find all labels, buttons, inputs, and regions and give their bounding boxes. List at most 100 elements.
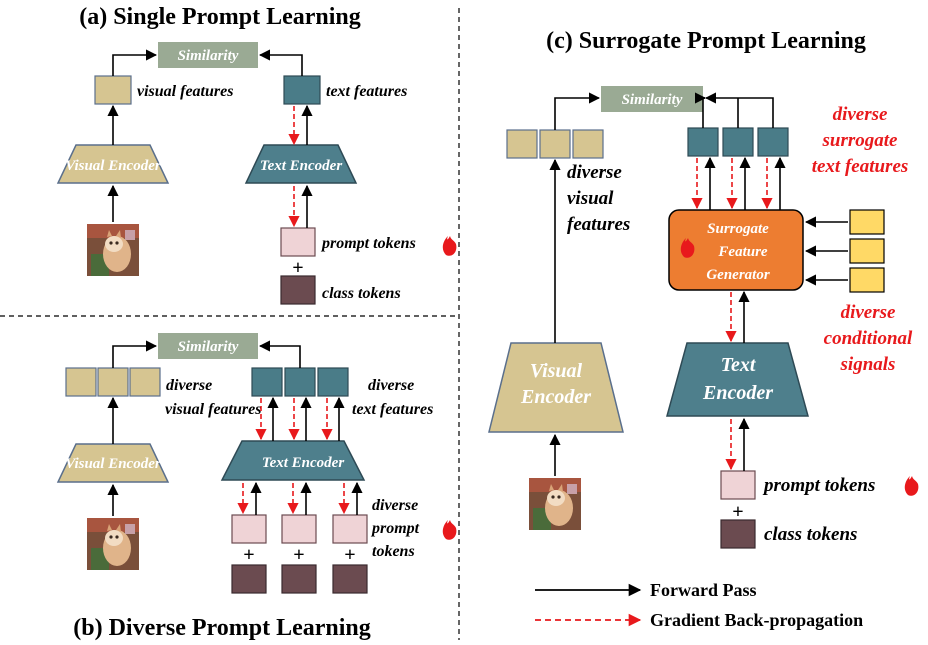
class-token-block bbox=[281, 564, 317, 594]
input-image bbox=[87, 224, 139, 276]
plus-sign: + bbox=[243, 544, 254, 566]
text-encoder bbox=[244, 144, 358, 184]
surrogate-feature-block bbox=[722, 127, 754, 157]
similarity-box bbox=[601, 86, 703, 112]
panel-b-title: (b) Diverse Prompt Learning bbox=[73, 615, 371, 641]
visual-feature-block bbox=[539, 129, 571, 159]
arrow-visual-to-similarity bbox=[554, 92, 601, 130]
conditional-signal-block bbox=[849, 238, 885, 264]
prompt-tokens-label: prompt tokens bbox=[320, 235, 416, 252]
text-encoder bbox=[220, 440, 366, 481]
conditional-signal-block bbox=[849, 267, 885, 293]
generator-label: Feature bbox=[717, 244, 768, 260]
similarity-label: Similarity bbox=[622, 92, 683, 108]
visual-features-label: visual features bbox=[165, 401, 261, 418]
panel-c: (c) Surrogate Prompt Learning Similarity… bbox=[488, 28, 919, 630]
features-label: features bbox=[567, 214, 630, 235]
flame-icon bbox=[904, 476, 919, 496]
visual-encoder-label: Visual bbox=[530, 360, 583, 382]
plus-sign: + bbox=[293, 544, 304, 566]
class-token-block bbox=[720, 519, 756, 549]
visual-encoder-label: Encoder bbox=[520, 386, 591, 408]
generator-label: Generator bbox=[706, 267, 769, 283]
text-encoder-label: Encoder bbox=[702, 382, 773, 404]
text-features-label: text features bbox=[352, 401, 433, 418]
visual-feature-block bbox=[129, 367, 161, 397]
conditional-label: conditional bbox=[824, 328, 913, 349]
visual-encoder bbox=[488, 342, 624, 433]
connector bbox=[702, 97, 705, 128]
surrogate-feature-block bbox=[687, 127, 719, 157]
text-encoder-label: Text Encoder bbox=[260, 158, 343, 174]
prompt-token-block bbox=[720, 470, 756, 500]
similarity-label: Similarity bbox=[178, 48, 239, 64]
flame-icon bbox=[442, 236, 457, 256]
surrogate-feature-generator bbox=[668, 209, 804, 291]
prompt-tokens-label: prompt tokens bbox=[762, 475, 875, 496]
class-token-block bbox=[332, 564, 368, 594]
prompt-token-block bbox=[231, 514, 267, 544]
visual-encoder-label: Visual Encoder bbox=[65, 456, 161, 472]
text-feature-block bbox=[284, 367, 316, 397]
conditional-signal-block bbox=[849, 209, 885, 235]
class-token-block bbox=[280, 275, 316, 305]
plus-sign: + bbox=[732, 501, 743, 523]
input-image bbox=[87, 518, 139, 570]
surrogate-label: surrogate bbox=[822, 130, 899, 151]
class-tokens-label: class tokens bbox=[764, 524, 857, 545]
plus-sign: + bbox=[292, 257, 303, 279]
panel-c-title: (c) Surrogate Prompt Learning bbox=[546, 28, 866, 54]
prompt-token-block bbox=[281, 514, 317, 544]
similarity-label: Similarity bbox=[178, 339, 239, 355]
panel-b: Similarity diverse visual features diver… bbox=[56, 333, 457, 641]
arrow-text-to-similarity bbox=[258, 49, 303, 76]
text-encoder bbox=[666, 342, 809, 417]
visual-encoder bbox=[56, 144, 170, 184]
conditional-label: diverse bbox=[841, 302, 896, 323]
generator-label: Surrogate bbox=[707, 221, 769, 237]
surrogate-label: diverse bbox=[833, 104, 888, 125]
conditional-label: signals bbox=[840, 354, 896, 375]
diverse-visual-label: diverse bbox=[166, 377, 212, 394]
flame-icon bbox=[442, 520, 457, 540]
similarity-box bbox=[158, 42, 258, 68]
visual-encoder-label: Visual Encoder bbox=[65, 158, 161, 174]
visual-feature-block bbox=[506, 129, 538, 159]
text-encoder-label: Text Encoder bbox=[262, 455, 345, 471]
legend-gradient-label: Gradient Back-propagation bbox=[650, 610, 863, 630]
arrow-text-to-similarity bbox=[258, 340, 301, 368]
class-tokens-label: class tokens bbox=[322, 285, 401, 302]
prompt-label: prompt bbox=[370, 520, 420, 537]
prompt-token-block bbox=[280, 227, 316, 257]
flame-icon bbox=[680, 238, 695, 258]
panel-a-title: (a) Single Prompt Learning bbox=[79, 4, 361, 30]
text-feature-block bbox=[251, 367, 283, 397]
visual-label: visual bbox=[567, 188, 614, 209]
visual-feature-block bbox=[94, 75, 132, 105]
arrow-visual-to-similarity bbox=[112, 340, 158, 368]
visual-encoder bbox=[56, 443, 170, 483]
panel-a: (a) Single Prompt Learning Similarity vi… bbox=[56, 4, 457, 305]
visual-features-label: visual features bbox=[137, 83, 233, 100]
prompt-token-block bbox=[332, 514, 368, 544]
visual-feature-block bbox=[65, 367, 97, 397]
legend-forward-label: Forward Pass bbox=[650, 580, 757, 600]
similarity-box bbox=[158, 333, 258, 359]
visual-feature-block bbox=[572, 129, 604, 159]
class-token-block bbox=[231, 564, 267, 594]
visual-feature-block bbox=[97, 367, 129, 397]
plus-sign: + bbox=[344, 544, 355, 566]
diverse-prompt-label: diverse bbox=[372, 497, 418, 514]
surrogate-label: text features bbox=[812, 156, 909, 177]
arrow-visual-to-similarity bbox=[112, 49, 158, 76]
text-encoder-label: Text bbox=[721, 354, 757, 376]
text-feature-block bbox=[317, 367, 349, 397]
text-feature-block bbox=[283, 75, 321, 105]
input-image bbox=[529, 478, 581, 530]
tokens-label: tokens bbox=[372, 543, 415, 560]
text-features-label: text features bbox=[326, 83, 407, 100]
diverse-text-label: diverse bbox=[368, 377, 414, 394]
diverse-visual-label: diverse bbox=[567, 162, 622, 183]
